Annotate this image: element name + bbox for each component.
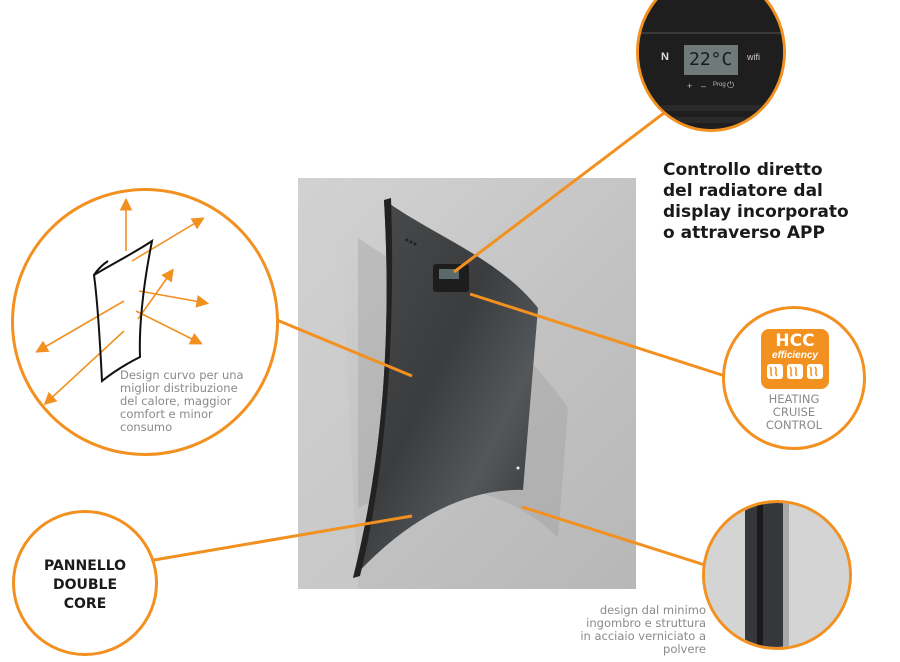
radiator-panel: [353, 200, 538, 578]
power-icon: ⏻: [727, 80, 735, 90]
control-line: display incorporato: [663, 202, 849, 222]
control-line: Controllo diretto: [663, 160, 823, 180]
wifi-icon: wifi: [747, 52, 760, 62]
structure-line: polvere: [663, 642, 706, 656]
design-caption: Design curvo per una miglior distribuzio…: [120, 369, 244, 434]
double-core-label: PANNELLO DOUBLE CORE: [15, 557, 155, 614]
display-button-minus: –: [701, 81, 707, 91]
display-temperature: 22°C: [689, 49, 733, 70]
display-button-prog: Prog: [713, 82, 726, 88]
heat-distribution-diagram: [35, 197, 210, 406]
double-core-circle: PANNELLO DOUBLE CORE: [12, 510, 158, 656]
hcc-badge-graphic: [767, 364, 823, 379]
structure-caption: design dal minimo ingombro e struttura i…: [556, 604, 706, 656]
structure-line: ingombro e struttura: [586, 616, 706, 630]
control-line: o attraverso APP: [663, 223, 825, 243]
design-line: comfort e minor: [120, 407, 213, 421]
double-core-line: DOUBLE: [52, 577, 118, 593]
control-text: Controllo diretto del radiatore dal disp…: [663, 160, 849, 244]
structure-line: design dal minimo: [599, 603, 706, 617]
double-core-line: PANNELLO: [43, 558, 127, 574]
hcc-caption-line: CRUISE: [772, 405, 816, 419]
display-closeup-circle: N 22°C wifi + – Prog ⏻: [636, 0, 786, 132]
design-line: Design curvo per una: [120, 368, 244, 382]
hcc-circle: HCC efficiency HEATING CRUISE CONTROL: [722, 306, 866, 450]
control-line: del radiatore dal: [663, 181, 823, 201]
double-core-line: CORE: [63, 596, 107, 612]
hcc-badge: HCC efficiency: [761, 329, 829, 389]
display-button-plus: +: [687, 81, 693, 91]
radiator-illustration: [298, 178, 568, 589]
display-brand-logo: N: [661, 51, 669, 63]
design-line: del calore, maggior: [120, 394, 232, 408]
hcc-badge-title: HCC: [775, 331, 815, 351]
profile-closeup-circle: [702, 500, 852, 650]
hcc-badge-subtitle: efficiency: [772, 350, 818, 361]
design-line: consumo: [120, 420, 173, 434]
structure-line: in acciaio verniciato a: [580, 629, 706, 643]
product-photo: [298, 178, 636, 589]
design-line: miglior distribuzione: [120, 381, 238, 395]
curved-design-circle: Design curvo per una miglior distribuzio…: [11, 188, 279, 456]
hcc-caption: HEATING CRUISE CONTROL: [725, 393, 863, 432]
hcc-caption-line: HEATING: [768, 392, 820, 406]
hcc-caption-line: CONTROL: [765, 418, 823, 432]
